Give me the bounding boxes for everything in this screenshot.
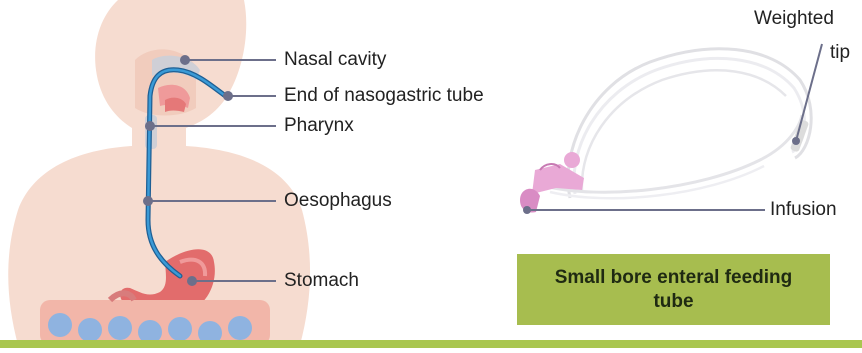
label-tube-end: End of nasogastric tube (284, 85, 484, 107)
weighted-tip-leader (796, 44, 822, 141)
label-infusion: Infusion (770, 199, 837, 221)
weighted-tip-dot (792, 137, 800, 145)
label-tip: tip (830, 42, 850, 64)
label-pharynx: Pharynx (284, 115, 354, 137)
feeding-tube-coil (545, 49, 811, 198)
oesophagus-dot (144, 197, 152, 205)
caption-box: Small bore enteral feeding tube (517, 254, 830, 325)
label-nasal-cavity: Nasal cavity (284, 49, 386, 71)
caption-text: Small bore enteral feeding tube (539, 266, 809, 314)
label-weighted: Weighted (754, 8, 834, 30)
pharynx-dot (146, 122, 154, 130)
infusion-dot (523, 206, 531, 214)
intestines-shape (40, 293, 270, 345)
nasal-cavity-dot (181, 56, 189, 64)
label-oesophagus: Oesophagus (284, 190, 392, 212)
bottom-band (0, 340, 862, 348)
label-stomach: Stomach (284, 270, 359, 292)
stomach-dot (188, 277, 196, 285)
tube-end-dot (224, 92, 232, 100)
infusion-connector (520, 152, 584, 213)
